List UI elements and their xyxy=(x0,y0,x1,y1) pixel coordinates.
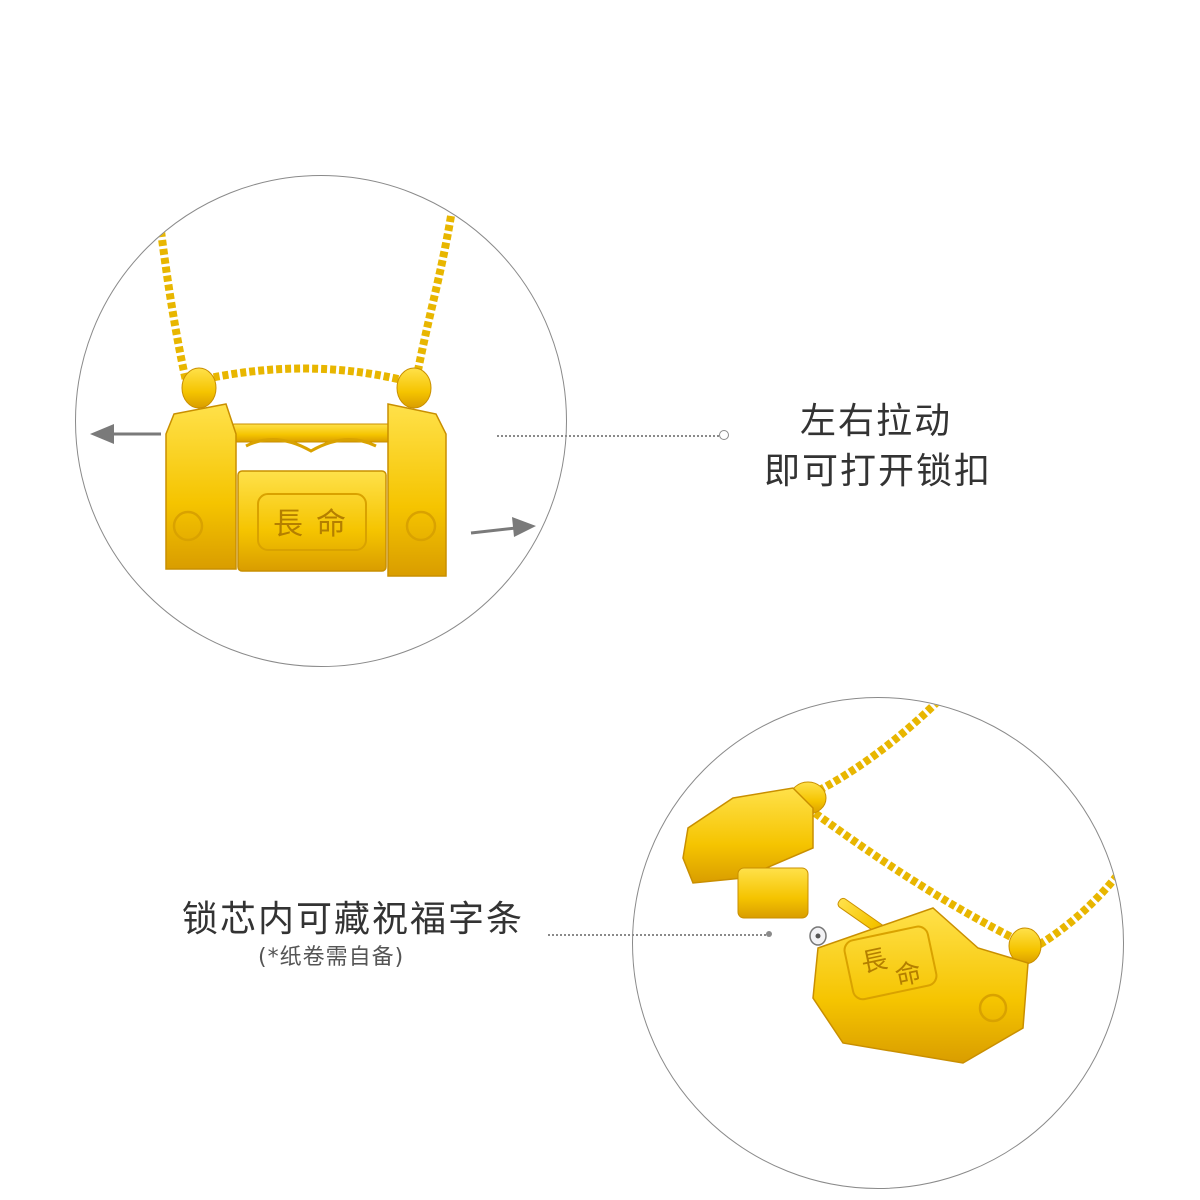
engraving-right-char: 命 xyxy=(316,507,346,542)
chain-middle xyxy=(805,804,1025,947)
chain-right xyxy=(412,215,455,382)
open-lock-illustration: 長 命 xyxy=(682,698,1123,1064)
arrow-right-icon xyxy=(470,517,536,537)
arrow-left-icon xyxy=(90,424,161,444)
chain-upper xyxy=(801,698,947,802)
photo-open-lock: 長 命 xyxy=(632,697,1124,1189)
caption-top-line1: 左右拉动 xyxy=(800,401,953,442)
chain-bridge xyxy=(195,364,407,385)
photo-closed-lock: 長 命 xyxy=(75,175,567,667)
caption-bottom-line1: 锁芯内可藏祝福字条 xyxy=(182,899,525,940)
engraving-left-char: 長 xyxy=(273,507,303,542)
lock-left-block xyxy=(165,403,237,570)
chain-left xyxy=(157,230,190,382)
chain-lower xyxy=(1031,865,1123,952)
engraving-right-char-open: 命 xyxy=(893,958,925,993)
lock-core-cylinder xyxy=(737,867,809,919)
lock-bar xyxy=(225,423,397,443)
closed-lock-illustration: 長 命 xyxy=(90,215,536,577)
lock-center-plate xyxy=(237,470,387,572)
leader-line-bottom xyxy=(548,934,770,936)
engraving-left-char-open: 長 xyxy=(859,944,891,979)
leader-end-top xyxy=(719,430,729,440)
leader-line-top xyxy=(497,435,719,437)
caption-bottom-note: (*纸卷需自备) xyxy=(258,945,405,970)
leader-dot-bottom xyxy=(766,931,772,937)
lock-right-assembly xyxy=(812,907,1029,1064)
lock-right-block xyxy=(387,403,447,577)
bead-left xyxy=(181,367,217,409)
bead-right xyxy=(396,367,432,409)
caption-top-line2: 即可打开锁扣 xyxy=(764,451,993,492)
